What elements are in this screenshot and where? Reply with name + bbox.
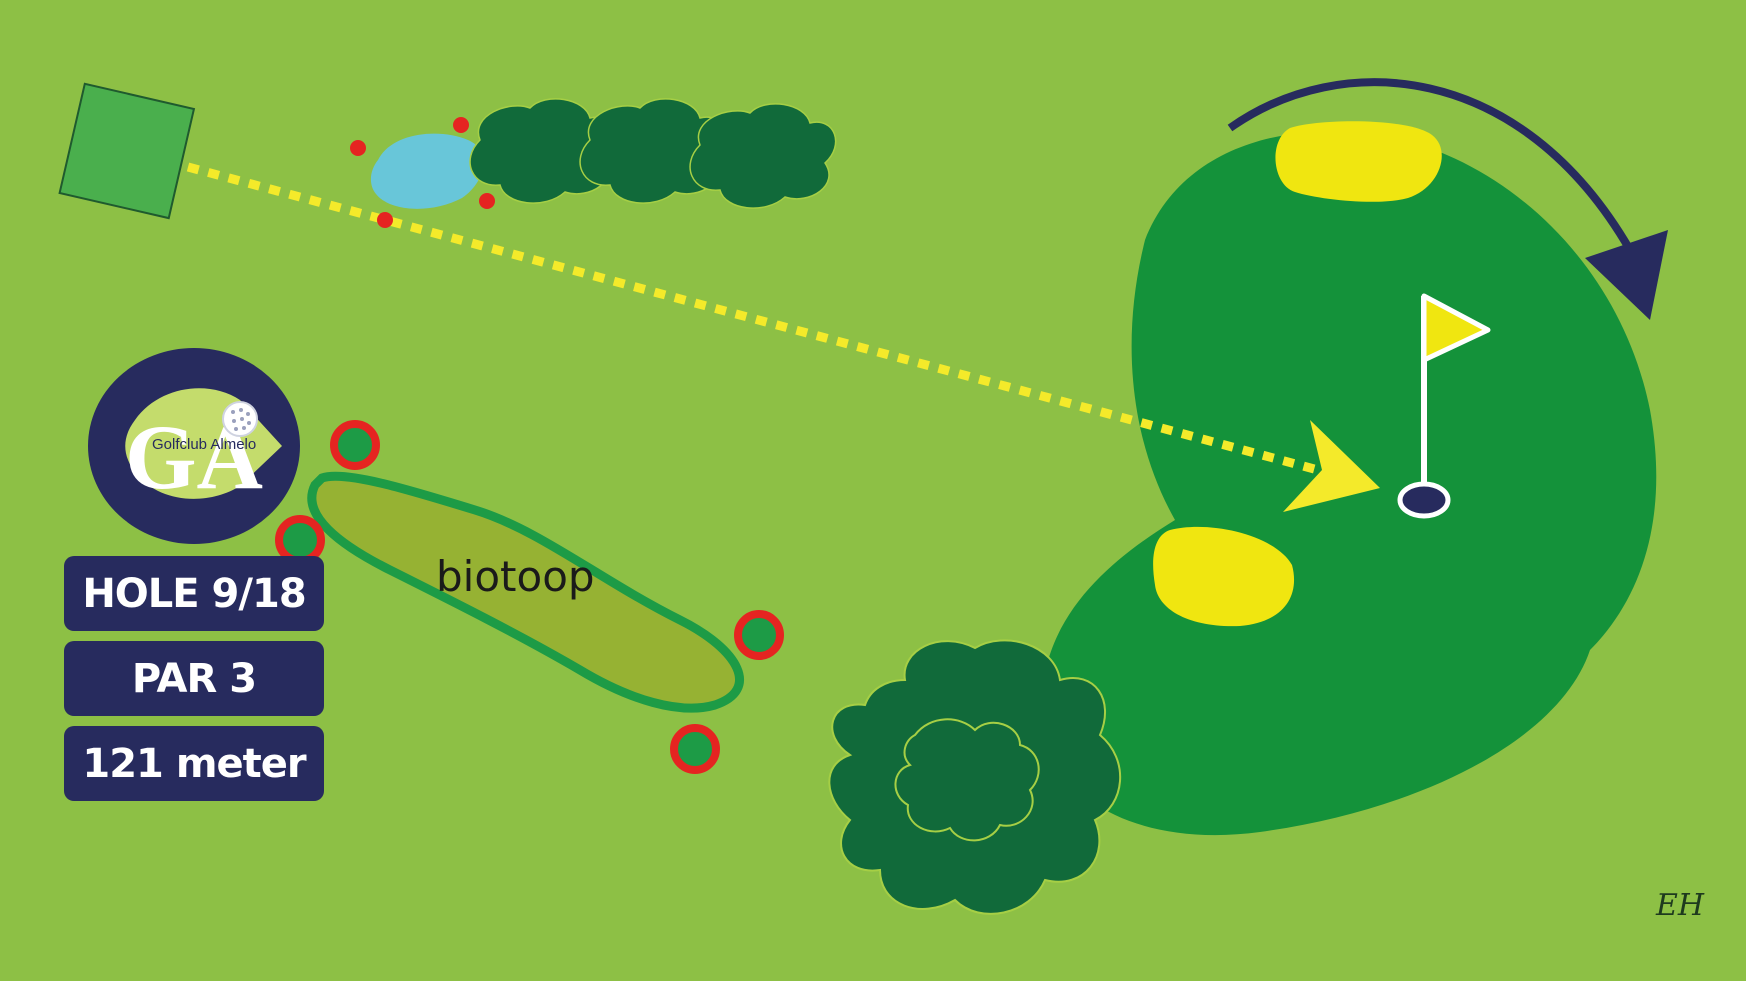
hole-cup xyxy=(1397,481,1451,519)
biotoop-markers xyxy=(275,420,784,774)
water-hazard-markers xyxy=(350,117,495,228)
tree-row xyxy=(469,98,837,209)
length-badge: 121 meter xyxy=(64,726,324,801)
par-badge: PAR 3 xyxy=(64,641,324,716)
club-logo: GA xyxy=(88,348,300,544)
bunker-bottom xyxy=(1153,526,1295,627)
flag-pin xyxy=(1397,293,1491,519)
biotoop-area xyxy=(307,471,744,713)
biotoop-label: biotoop xyxy=(436,552,595,601)
pond xyxy=(370,133,484,209)
tee-box xyxy=(58,82,196,220)
tree-cluster xyxy=(828,639,1122,915)
hole-number-badge: HOLE 9/18 xyxy=(64,556,324,631)
curved-arrow-head xyxy=(1585,230,1668,320)
shot-arrow-head xyxy=(1283,420,1380,512)
artist-signature: EH xyxy=(1656,888,1705,923)
golf-ball-dimples xyxy=(231,408,251,431)
curved-arrow xyxy=(1227,78,1634,253)
logo-club-name: Golfclub Almelo xyxy=(152,436,257,453)
shot-line xyxy=(186,162,1320,475)
bunker-top xyxy=(1275,121,1442,202)
